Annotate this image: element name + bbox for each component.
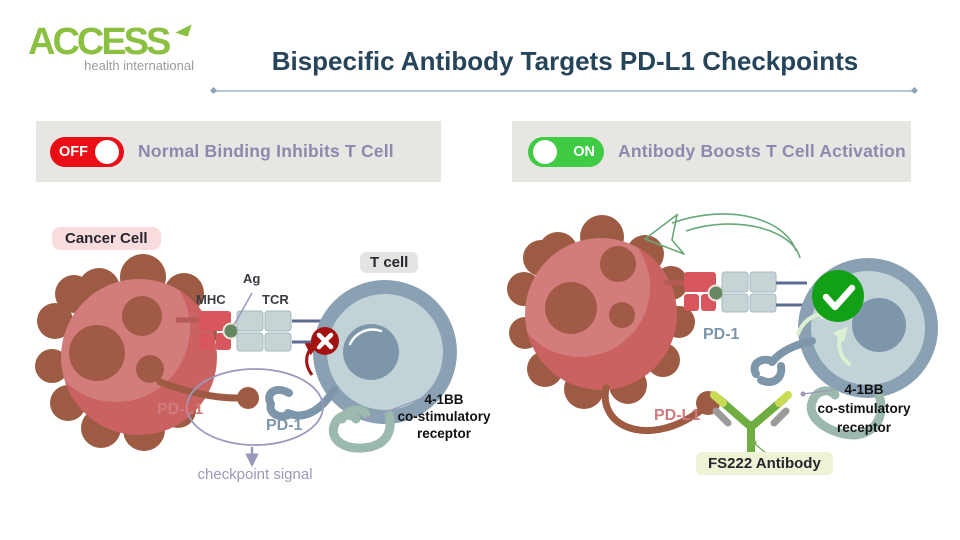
cancer-cell-label: Cancer Cell [52,227,161,250]
off-toggle[interactable]: OFF [50,136,124,167]
pd1-receptor-right [750,337,816,387]
toggle-knob [95,139,119,164]
left-panel-header: OFF Normal Binding Inhibits T Cell [36,121,441,182]
t-cell-label: T cell [360,252,419,273]
pd1-receptor-left [265,386,338,421]
costim-line2: co-stimulatory [817,401,911,416]
tcr-connector-lines-right [776,281,807,307]
checkpoint-signal-label: checkpoint signal [197,466,313,483]
costim-receptor-label-left: 4-1BB co-stimulatory receptor [386,391,502,442]
check-icon [812,270,864,322]
costim-pointer-left [365,396,426,422]
costim-line3: receptor [416,426,472,441]
fs222-antibody-label: FS222 Antibody [696,452,833,475]
costim-line1: 4-1BB [424,392,464,407]
antigen-label: Ag [243,271,261,286]
antigen-dot-left [222,322,240,340]
off-toggle-label: OFF [59,143,88,160]
logo-brand: ACCESS [28,21,171,63]
pdl1-ligand-left [156,378,259,409]
tcr-blocks-left [236,310,292,352]
t-cell-illustration-left [313,280,457,424]
on-toggle-label: ON [573,143,595,160]
antigen-dot-right [707,284,725,302]
on-toggle[interactable]: ON [528,136,604,167]
pd1-label-left: PD-1 [266,417,303,434]
costim-receptor-label-right: 4-1BB co-stimulatory receptor [804,380,924,437]
costim-line3: receptor [836,420,892,435]
mhc-label: MHC [196,292,226,307]
page-title: Bispecific Antibody Targets PD-L1 Checkp… [271,46,859,76]
antigen-pointer-line [233,292,253,326]
pdl1-label-left: PD-L1 [157,401,204,418]
costim-line1: 4-1BB [844,382,884,397]
activation-arrow-icon [644,213,801,259]
cancer-cell-illustration-right [507,215,695,409]
pdl1-label-right: PD-L1 [654,407,701,424]
interaction-ellipse [186,368,324,446]
toggle-knob [533,139,557,164]
costim-receptor-shape-left [328,405,395,453]
blocked-x-icon [311,327,339,355]
inhibit-arrow-icon [304,343,320,376]
costim-pointer-right [800,389,834,397]
mhc-blocks-right [684,272,716,311]
fs222-antibody-shape [710,391,792,465]
right-panel-heading: Antibody Boosts T Cell Activation [618,141,906,161]
pd1-label-right: PD-1 [703,326,740,343]
tcr-blocks-right [721,271,777,313]
right-panel-header: ON Antibody Boosts T Cell Activation [512,121,911,182]
cancer-cell-illustration-left [35,254,217,451]
logo-tagline: health international [84,58,194,73]
tcr-label: TCR [262,292,289,307]
mhc-blocks-left [199,311,231,350]
logo: ACCESS health international [28,20,208,73]
costim-line2: co-stimulatory [397,409,491,424]
left-panel-heading: Normal Binding Inhibits T Cell [138,141,394,161]
title-underline [209,86,919,95]
